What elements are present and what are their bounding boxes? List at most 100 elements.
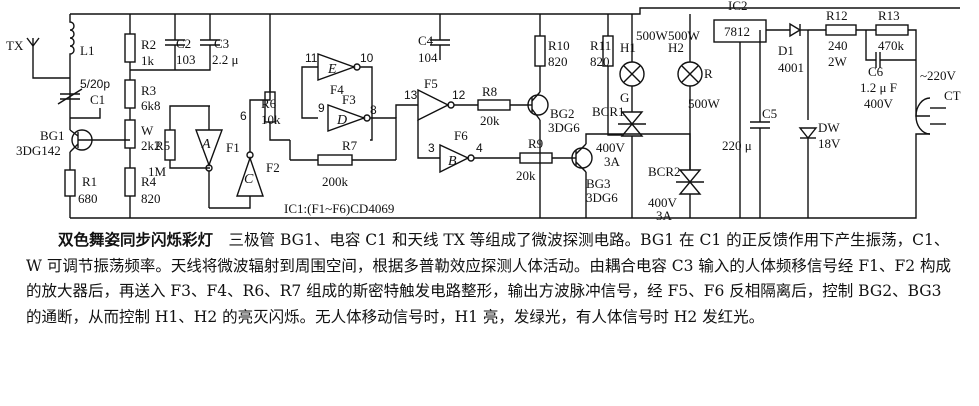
svg-text:F4: F4 xyxy=(330,82,344,97)
potentiometer-w xyxy=(124,119,136,149)
resistor-r8 xyxy=(477,99,511,111)
svg-text:F2: F2 xyxy=(266,160,280,175)
svg-text:R1: R1 xyxy=(82,174,97,189)
svg-text:3DG6: 3DG6 xyxy=(548,120,580,135)
c1-label: C1 xyxy=(90,92,105,107)
svg-text:1k: 1k xyxy=(141,53,155,68)
svg-text:13: 13 xyxy=(404,88,418,102)
mains-label: ~220V xyxy=(920,68,957,83)
ic1-note: IC1:(F1~F6)CD4069 xyxy=(284,201,394,216)
svg-text:C4: C4 xyxy=(418,33,434,48)
svg-text:9: 9 xyxy=(318,101,325,115)
svg-text:F3: F3 xyxy=(342,92,356,107)
svg-text:3: 3 xyxy=(428,141,435,155)
svg-text:B: B xyxy=(448,154,457,169)
top-rail xyxy=(70,7,960,15)
resistor-r4 xyxy=(124,167,136,197)
svg-text:R4: R4 xyxy=(141,174,157,189)
svg-text:H1: H1 xyxy=(620,40,636,55)
svg-text:C3: C3 xyxy=(214,36,229,51)
svg-text:F6: F6 xyxy=(454,128,468,143)
svg-text:820: 820 xyxy=(590,54,610,69)
ic2-label: IC2 xyxy=(728,0,748,13)
gate-f2 xyxy=(236,155,264,197)
svg-text:H2: H2 xyxy=(668,40,684,55)
svg-text:D1: D1 xyxy=(778,43,794,58)
svg-text:R8: R8 xyxy=(482,84,497,99)
l1-label: L1 xyxy=(80,43,94,58)
description-paragraph: 双色舞姿同步闪烁彩灯 三极管 BG1、电容 C1 和天线 TX 等组成了微波探测… xyxy=(26,228,961,330)
svg-text:10k: 10k xyxy=(261,112,281,127)
resistor-r3 xyxy=(124,79,136,109)
svg-text:F1: F1 xyxy=(226,140,240,155)
svg-text:680: 680 xyxy=(78,191,98,206)
svg-text:240: 240 xyxy=(828,38,848,53)
svg-text:DW: DW xyxy=(818,120,840,135)
svg-text:20k: 20k xyxy=(516,168,536,183)
svg-text:820: 820 xyxy=(548,54,568,69)
inductor-l1 xyxy=(69,14,75,70)
svg-text:A: A xyxy=(201,137,211,152)
svg-text:R7: R7 xyxy=(342,138,358,153)
svg-text:CT: CT xyxy=(944,88,961,103)
svg-text:820: 820 xyxy=(141,191,161,206)
svg-text:C2: C2 xyxy=(176,36,191,51)
circuit-diagram: TX L1 5/20p C1 BG1 3DG142 R1 680 R2 1k R… xyxy=(6,0,961,223)
svg-text:10: 10 xyxy=(360,51,374,65)
svg-text:D: D xyxy=(336,113,347,128)
svg-text:6: 6 xyxy=(240,109,247,123)
svg-text:C5: C5 xyxy=(762,106,777,121)
triac-bcr2 xyxy=(678,169,702,184)
svg-text:11: 11 xyxy=(305,51,318,65)
svg-text:8: 8 xyxy=(370,103,377,117)
svg-text:R: R xyxy=(704,66,713,81)
svg-text:6k8: 6k8 xyxy=(141,98,161,113)
svg-text:7812: 7812 xyxy=(724,24,750,39)
svg-text:W: W xyxy=(141,123,154,138)
svg-text:500W: 500W xyxy=(688,96,721,111)
svg-text:2k2: 2k2 xyxy=(141,138,161,153)
svg-text:500W: 500W xyxy=(668,28,701,43)
svg-text:R12: R12 xyxy=(826,8,848,23)
svg-text:2.2 μ: 2.2 μ xyxy=(212,52,239,67)
gate-f5 xyxy=(417,88,450,122)
resistor-r2 xyxy=(124,33,136,63)
resistor-r10 xyxy=(534,35,546,67)
resistor-r13 xyxy=(875,24,909,36)
svg-text:R9: R9 xyxy=(528,136,543,151)
svg-text:R13: R13 xyxy=(878,8,900,23)
bg1-label: BG1 xyxy=(40,128,65,143)
svg-text:R10: R10 xyxy=(548,38,570,53)
svg-text:3DG6: 3DG6 xyxy=(586,190,618,205)
resistor-r9 xyxy=(519,152,553,164)
resistor-r7 xyxy=(317,154,353,166)
svg-text:104: 104 xyxy=(418,50,438,65)
svg-text:470k: 470k xyxy=(878,38,905,53)
svg-text:C: C xyxy=(244,172,254,187)
svg-text:20k: 20k xyxy=(480,113,500,128)
gate-f6 xyxy=(439,143,470,174)
svg-text:R6: R6 xyxy=(261,96,277,111)
svg-text:E: E xyxy=(327,62,337,77)
diode-d1 xyxy=(789,22,802,38)
svg-text:G: G xyxy=(620,90,629,105)
svg-text:BCR1: BCR1 xyxy=(592,104,625,119)
svg-text:200k: 200k xyxy=(322,174,349,189)
trim-cap-value: 5/20p xyxy=(80,77,110,91)
svg-text:R3: R3 xyxy=(141,83,156,98)
svg-text:3A: 3A xyxy=(604,154,621,169)
triac-bcr1 xyxy=(620,111,644,126)
antenna-label: TX xyxy=(6,38,24,53)
svg-text:400V: 400V xyxy=(596,140,626,155)
svg-text:12: 12 xyxy=(452,88,466,102)
svg-text:400V: 400V xyxy=(864,96,894,111)
svg-text:3A: 3A xyxy=(656,208,673,223)
svg-text:R2: R2 xyxy=(141,37,156,52)
svg-text:500W: 500W xyxy=(636,28,669,43)
svg-text:220 μ: 220 μ xyxy=(722,138,752,153)
svg-text:1.2 μ F: 1.2 μ F xyxy=(860,80,897,95)
svg-text:4001: 4001 xyxy=(778,60,804,75)
resistor-r12 xyxy=(825,24,857,36)
resistor-r1 xyxy=(64,169,76,197)
svg-text:BG2: BG2 xyxy=(550,106,575,121)
